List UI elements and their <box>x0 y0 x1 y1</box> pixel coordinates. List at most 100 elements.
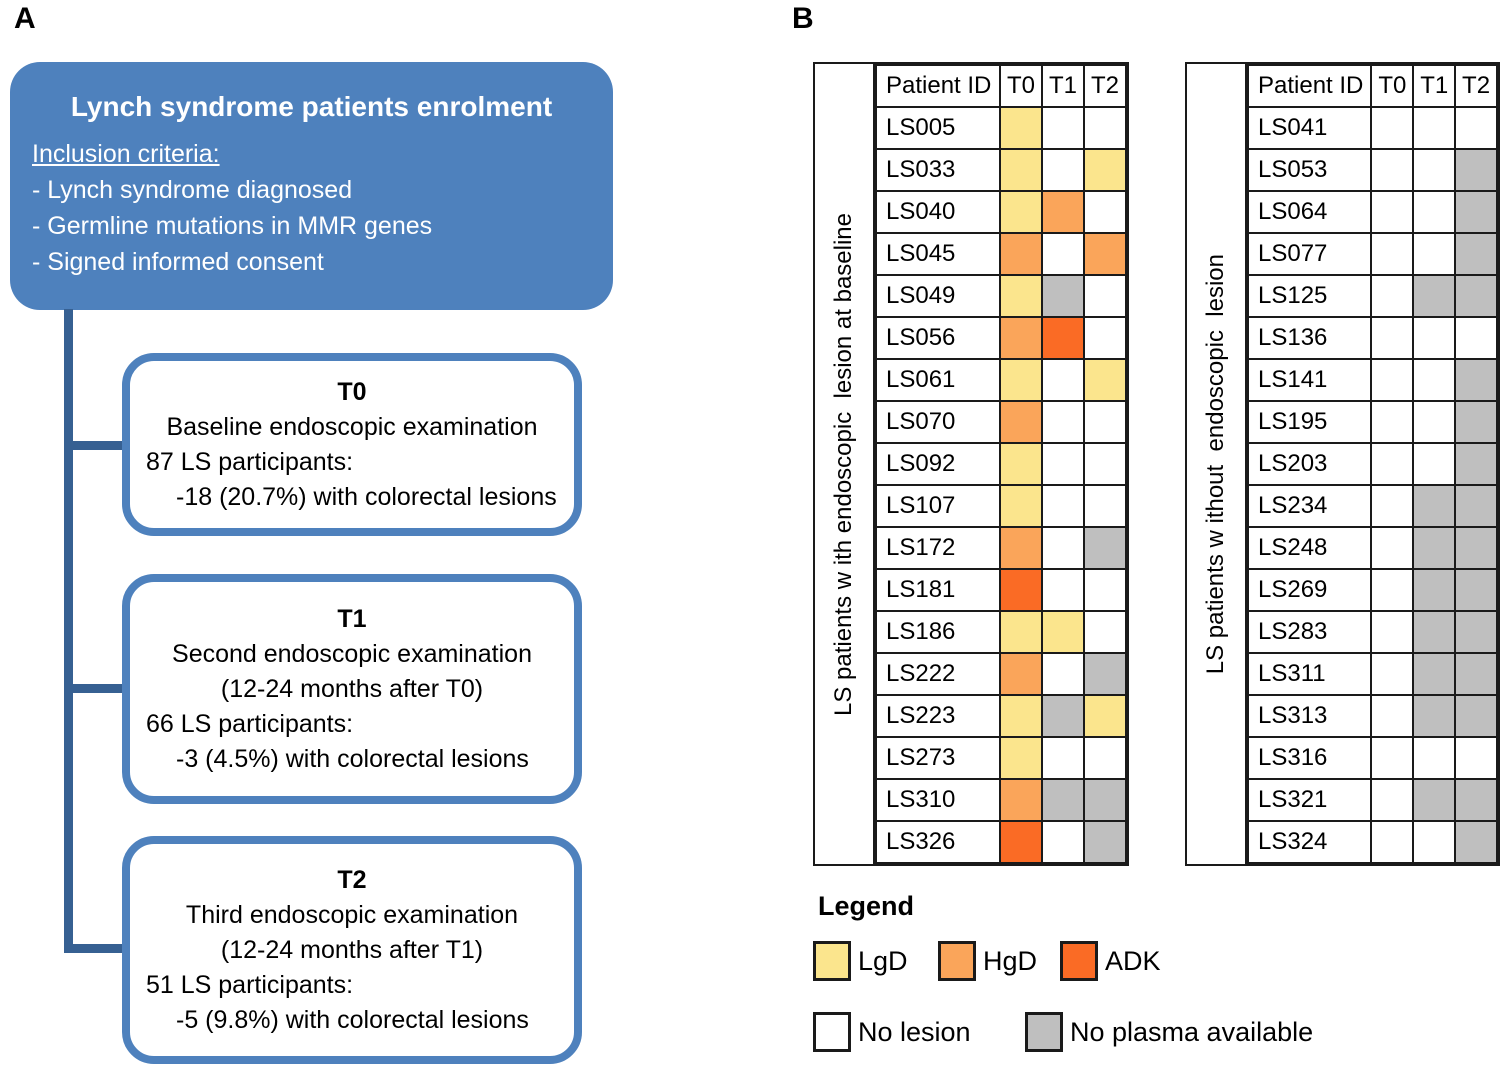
inclusion-criterion: - Signed informed consent <box>32 248 324 276</box>
status-cell-t0-none <box>1370 148 1415 192</box>
patient-id: LS269 <box>1246 568 1373 612</box>
status-cell-t2-np <box>1454 652 1498 696</box>
patient-id: LS248 <box>1246 526 1373 570</box>
status-cell-t2-np <box>1083 652 1127 696</box>
status-cell-t1-np <box>1041 694 1085 738</box>
status-cell-t0-adk <box>999 820 1043 864</box>
status-cell-t1-none <box>1412 400 1457 444</box>
status-cell-t0-lgd <box>999 736 1043 780</box>
status-cell-t0-none <box>1370 190 1415 234</box>
legend-item-no-plasma: No plasma available <box>1025 1012 1313 1052</box>
status-cell-t2-none <box>1083 442 1127 486</box>
status-cell-t0-none <box>1370 232 1415 276</box>
status-cell-t0-hgd <box>999 400 1043 444</box>
status-cell-t2-none <box>1083 484 1127 528</box>
status-cell-t1-none <box>1041 736 1085 780</box>
patient-id: LS045 <box>875 232 1001 276</box>
status-cell-t1-np <box>1041 274 1085 318</box>
patient-row: LS041 <box>1246 106 1498 150</box>
patient-row: LS172 <box>875 526 1127 570</box>
legend-label: No plasma available <box>1070 1016 1314 1047</box>
lesions-text: -3 (4.5%) with colorectal lesions <box>176 744 529 773</box>
patient-id: LS092 <box>875 442 1001 486</box>
status-cell-t1-none <box>1412 148 1457 192</box>
patient-row: LS223 <box>875 694 1127 738</box>
status-cell-t2-hgd <box>1083 232 1127 276</box>
timepoint-description-lines: Baseline endoscopic examination <box>146 410 558 445</box>
patient-row: LS181 <box>875 568 1127 612</box>
legend-swatch-lgd <box>813 941 851 981</box>
patients-with-lesion-table: LS patients w ith endoscopic lesion at b… <box>813 62 1129 866</box>
status-cell-t1-none <box>1041 148 1085 192</box>
patient-id: LS033 <box>875 148 1001 192</box>
status-cell-t1-np <box>1412 274 1457 318</box>
patient-id: LS273 <box>875 736 1001 780</box>
status-cell-t1-none <box>1412 442 1457 486</box>
patient-row: LS053 <box>1246 148 1498 192</box>
enrolment-box: Lynch syndrome patients enrolment Inclus… <box>10 62 613 310</box>
patient-row: LS141 <box>1246 358 1498 402</box>
panel-b-label: B <box>792 2 814 35</box>
status-cell-t0-hgd <box>999 778 1043 822</box>
timepoint-description: (12-24 months after T1) <box>220 935 484 964</box>
column-header: T1 <box>1412 64 1457 108</box>
legend-label: HgD <box>983 945 1038 976</box>
connector-stub-t1 <box>64 684 126 693</box>
status-cell-t1-none <box>1041 526 1085 570</box>
patient-row: LS311 <box>1246 652 1498 696</box>
patient-id: LS223 <box>875 694 1001 738</box>
status-cell-t0-lgd <box>999 442 1043 486</box>
status-cell-t2-none <box>1083 190 1127 234</box>
column-header: T2 <box>1454 64 1498 108</box>
legend-swatch-hgd <box>938 941 976 981</box>
status-cell-t0-none <box>1370 778 1415 822</box>
status-cell-t2-np <box>1454 568 1498 612</box>
status-cell-t0-adk <box>999 568 1043 612</box>
status-cell-t2-np <box>1454 442 1498 486</box>
status-cell-t2-none <box>1454 106 1498 150</box>
patient-row: LS222 <box>875 652 1127 696</box>
status-cell-t1-none <box>1041 400 1085 444</box>
patient-id: LS313 <box>1246 694 1373 738</box>
status-cell-t2-np <box>1454 274 1498 318</box>
status-cell-t1-none <box>1412 316 1457 360</box>
patient-row: LS273 <box>875 736 1127 780</box>
inclusion-criteria-heading: Inclusion criteria: <box>32 140 220 168</box>
patient-id: LS070 <box>875 400 1001 444</box>
legend-item-no-lesion: No lesion <box>813 1012 971 1052</box>
patient-row: LS316 <box>1246 736 1498 780</box>
patient-id: LS311 <box>1246 652 1373 696</box>
timepoint-description-lines: Second endoscopic examination (12-24 mont… <box>146 637 558 707</box>
status-cell-t0-none <box>1370 106 1415 150</box>
patient-row: LS310 <box>875 778 1127 822</box>
status-cell-t2-lgd <box>1083 694 1127 738</box>
patient-row: LS321 <box>1246 778 1498 822</box>
timepoint-description: Second endoscopic examination <box>172 639 532 668</box>
status-cell-t1-none <box>1412 736 1457 780</box>
patient-row: LS092 <box>875 442 1127 486</box>
patient-id: LS310 <box>875 778 1001 822</box>
status-cell-t0-lgd <box>999 358 1043 402</box>
patients-without-lesion-table: LS patients w ithout endoscopic lesion P… <box>1185 62 1500 866</box>
patient-row: LS283 <box>1246 610 1498 654</box>
status-cell-t2-none <box>1454 316 1498 360</box>
status-cell-t2-np <box>1454 400 1498 444</box>
status-cell-t1-hgd <box>1041 190 1085 234</box>
patient-row: LS045 <box>875 232 1127 276</box>
status-cell-t2-none <box>1083 400 1127 444</box>
column-header: T0 <box>999 64 1043 108</box>
status-cell-t1-np <box>1412 652 1457 696</box>
status-cell-t0-none <box>1370 400 1415 444</box>
timepoint-description: (12-24 months after T0) <box>220 674 484 703</box>
status-cell-t0-none <box>1370 694 1415 738</box>
column-header: T1 <box>1041 64 1085 108</box>
timepoint-heading: T1 <box>337 604 367 633</box>
status-cell-t1-np <box>1412 568 1457 612</box>
status-cell-t1-np <box>1412 484 1457 528</box>
participants-text: 87 LS participants: <box>146 447 354 476</box>
status-cell-t2-none <box>1083 316 1127 360</box>
status-cell-t1-none <box>1041 820 1085 864</box>
status-cell-t1-none <box>1041 232 1085 276</box>
